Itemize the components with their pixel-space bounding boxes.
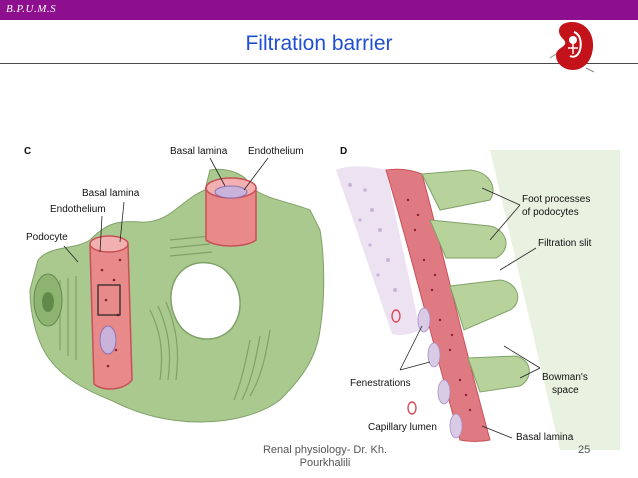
panel-c-letter: C xyxy=(24,146,32,157)
label-filtration-slit: Filtration slit xyxy=(538,238,592,249)
label-basal-lamina-top: Basal lamina xyxy=(170,146,228,157)
label-podocyte: Podocyte xyxy=(26,232,68,243)
label-basal-lamina-left: Basal lamina xyxy=(82,188,140,199)
slide-number: 25 xyxy=(578,444,591,456)
header-bar: B.P.U.M.S xyxy=(0,0,638,20)
filtration-barrier-figure: C D Basal lamina Endothelium Basal lamin… xyxy=(20,130,620,460)
panel-c-illustration xyxy=(29,157,325,423)
label-fenestrations: Fenestrations xyxy=(350,378,411,389)
label-foot-processes-1: Foot processes xyxy=(522,194,591,205)
footer-author-line-1: Renal physiology- Dr. Kh. xyxy=(262,444,388,456)
label-capillary-lumen: Capillary lumen xyxy=(368,422,437,433)
panel-d-illustration xyxy=(336,150,620,450)
panel-d-letter: D xyxy=(340,146,348,157)
kidney-logo-icon xyxy=(549,22,595,73)
label-basal-lamina-d: Basal lamina xyxy=(516,432,574,443)
label-endothelium-top: Endothelium xyxy=(248,146,304,157)
slide-title: Filtration barrier xyxy=(245,32,393,55)
label-foot-processes-2: of podocytes xyxy=(522,207,579,218)
slide-footer: Renal physiology- Dr. Kh. Pourkhalili xyxy=(240,444,410,470)
label-bowmans-space-2: space xyxy=(552,385,579,396)
footer-author-line-2: Pourkhalili xyxy=(299,457,351,469)
label-bowmans-space-1: Bowman's xyxy=(542,372,588,383)
institution-label: B.P.U.M.S xyxy=(6,3,57,15)
label-endothelium-left: Endothelium xyxy=(50,204,106,215)
title-divider xyxy=(0,63,638,64)
